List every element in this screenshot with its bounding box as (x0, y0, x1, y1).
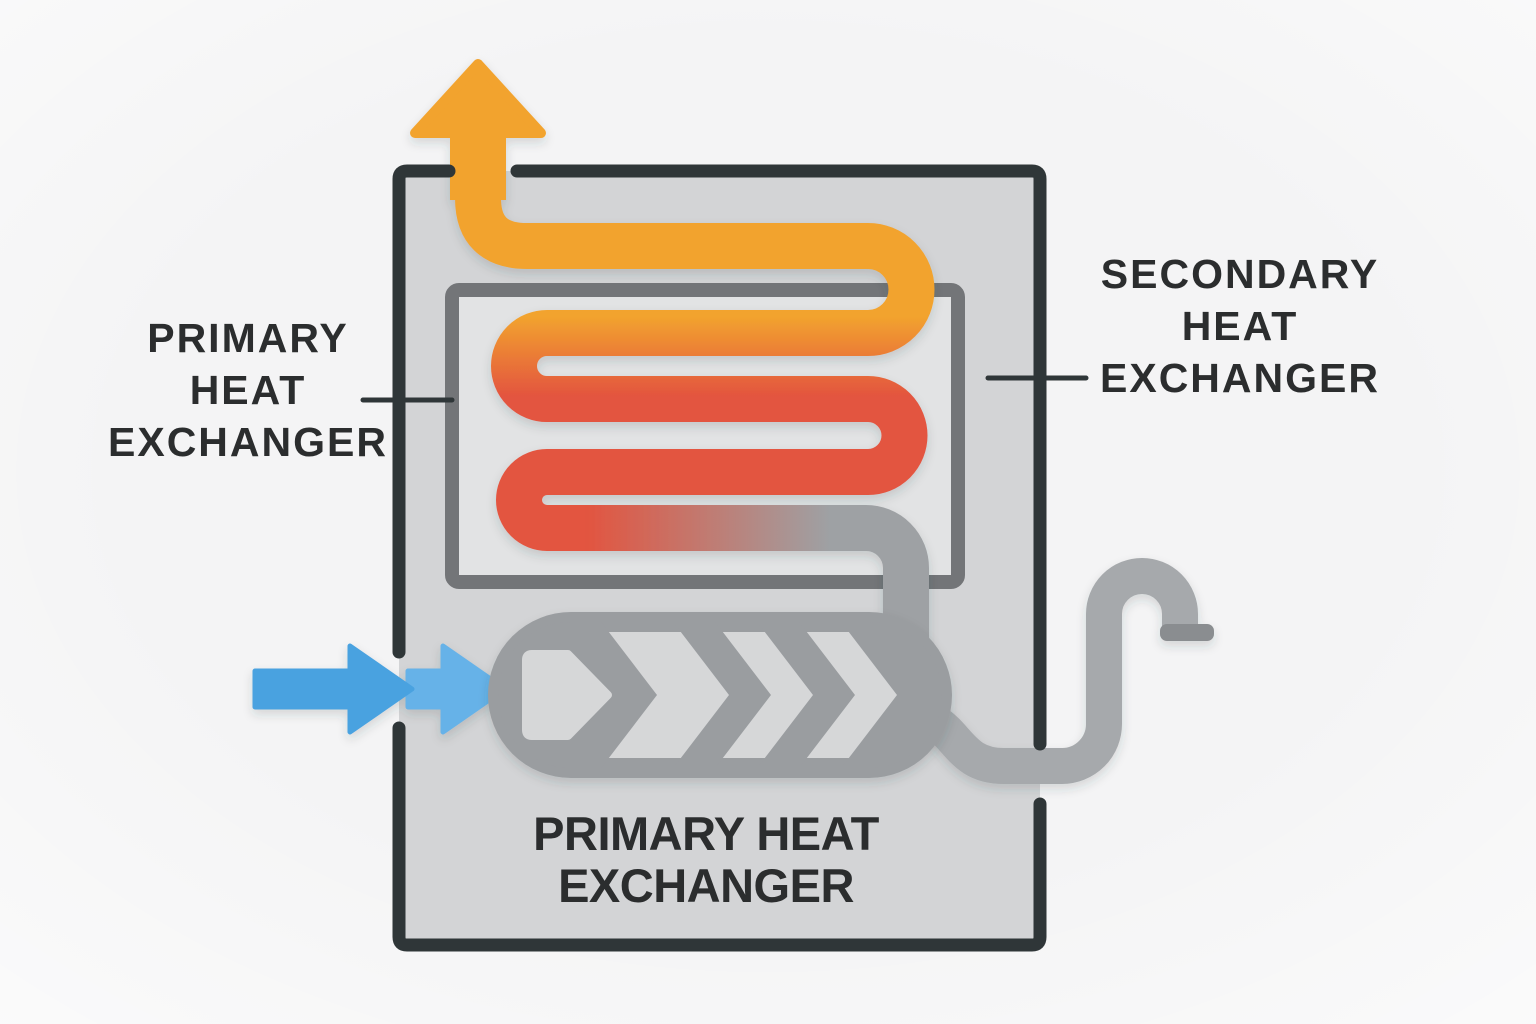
label-line: PRIMARY (147, 315, 349, 361)
coil-cooling-pass (547, 505, 929, 668)
air-intake-arrows (252, 643, 508, 735)
condensate-drain (904, 558, 1214, 784)
label-line: EXCHANGER (558, 859, 854, 912)
label-primary-heat-exchanger-left: PRIMARY HEAT EXCHANGER (108, 315, 388, 465)
capsule-outlet-block (832, 622, 942, 768)
heat-exchanger-coil (410, 59, 935, 668)
label-line: HEAT (190, 367, 307, 413)
label-line: SECONDARY (1101, 251, 1379, 297)
drain-pipe (904, 558, 1198, 784)
label-primary-heat-exchanger-bottom: PRIMARY HEAT EXCHANGER (533, 807, 880, 912)
capsule-burner-port (522, 650, 612, 740)
furnace-wall-bottom (392, 721, 1047, 952)
furnace-wall-top-left (392, 164, 456, 659)
label-line: EXCHANGER (108, 419, 388, 465)
diagram-labels: PRIMARY HEAT EXCHANGER SECONDARY HEAT EX… (108, 251, 1380, 912)
primary-heat-exchanger-capsule (488, 612, 952, 778)
intake-arrow-outer-icon (252, 643, 415, 735)
furnace-wall-top-right (510, 164, 1047, 751)
intake-arrow-inner-icon (405, 643, 508, 735)
capsule-chevron-2-icon (748, 622, 855, 768)
drain-outlet-cap (1160, 624, 1214, 641)
capsule-chevron-1-icon (664, 622, 771, 768)
label-line: PRIMARY HEAT (533, 807, 879, 860)
label-line: HEAT (1182, 303, 1299, 349)
label-line: EXCHANGER (1100, 355, 1380, 401)
coil-hot-pass (455, 118, 935, 551)
exhaust-arrow-icon (410, 59, 546, 138)
label-secondary-heat-exchanger-right: SECONDARY HEAT EXCHANGER (1100, 251, 1380, 401)
furnace-cabinet-outline (360, 164, 1089, 952)
